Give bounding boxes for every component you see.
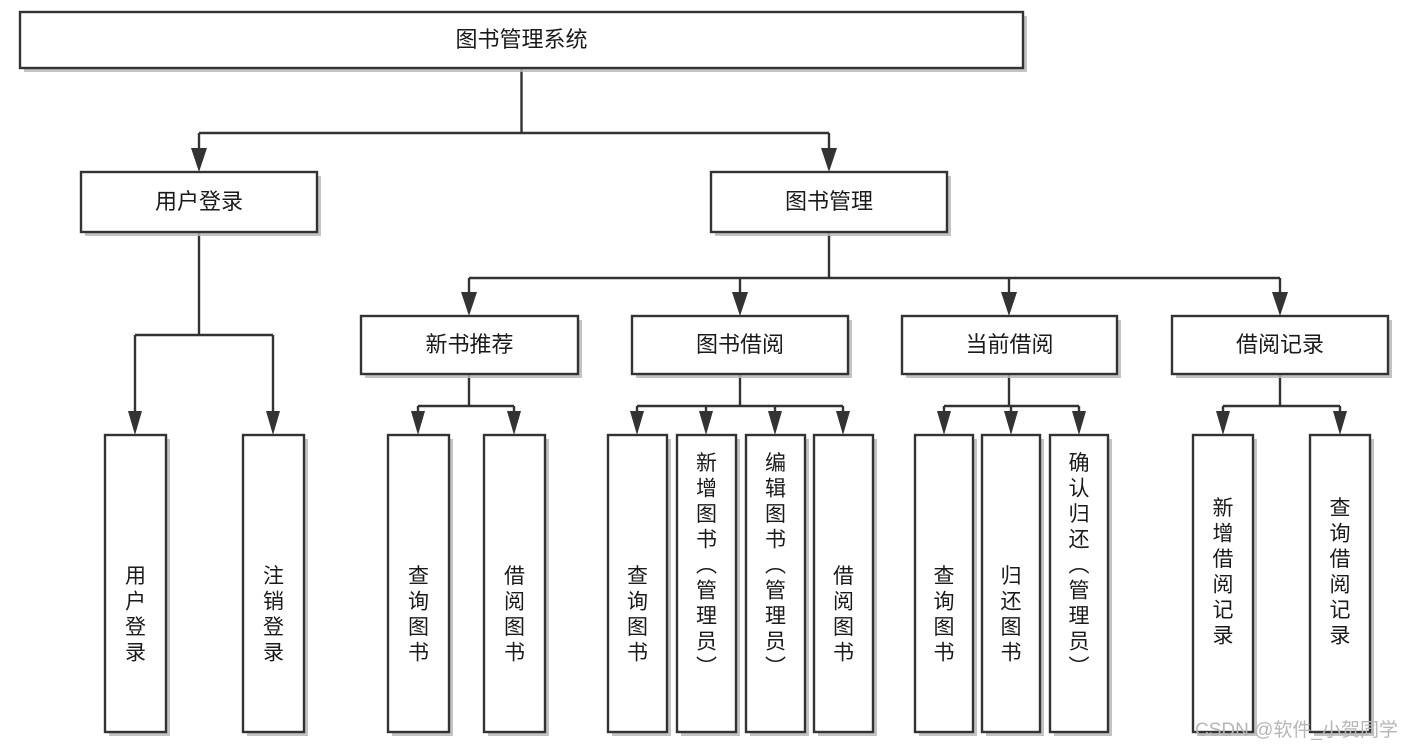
leaf-newbook-query-label: 查询图书 [408, 565, 429, 665]
node-user-login[interactable]: 用户登录 [79, 170, 321, 236]
leaf-record-query-box[interactable] [1308, 433, 1372, 734]
leaf-newbook-query-box[interactable] [386, 433, 451, 734]
user-login-label: 用户登录 [155, 189, 243, 214]
arrow-head-newbook [461, 292, 477, 316]
arrow-head-record-add [1216, 411, 1230, 435]
leaf-borrow-query-box[interactable] [606, 433, 669, 734]
node-new-book-recommend[interactable]: 新书推荐 [359, 314, 582, 378]
current-borrow-box[interactable] [900, 314, 1119, 376]
arrow-head-borrow [732, 292, 748, 316]
leaf-newbook-borrow-label: 借阅图书 [504, 565, 525, 665]
leaf-user-login-label: 用户登录 [125, 565, 146, 665]
arrow-head-leaf-user-login [128, 411, 142, 435]
leaf-borrow-query-books[interactable]: 查询图书 [606, 433, 671, 736]
leaf-borrow-edit-box[interactable] [744, 433, 807, 734]
leaf-record-query-record[interactable]: 查询借阅记录 [1308, 433, 1374, 736]
user-login-box[interactable] [79, 170, 319, 234]
leaf-borrow-lend-box[interactable] [812, 433, 875, 734]
current-borrow-label: 当前借阅 [965, 332, 1053, 357]
leaf-borrow-add-box[interactable] [675, 433, 738, 734]
leaf-record-query-label: 查询借阅记录 [1330, 497, 1351, 648]
arrow-head-newbook-query [411, 411, 425, 435]
borrow-record-label: 借阅记录 [1236, 332, 1324, 357]
new-book-recommend-label: 新书推荐 [425, 332, 513, 357]
leaf-record-add-label: 新增借阅记录 [1213, 497, 1234, 648]
root-box[interactable] [18, 10, 1025, 70]
csdn-watermark: CSDN @软件_小贺同学 [1195, 719, 1398, 741]
arrow-head-borrow-lend [836, 411, 850, 435]
node-book-management[interactable]: 图书管理 [709, 170, 951, 236]
root-label: 图书管理系统 [455, 27, 587, 52]
arrow-head-user-login [191, 148, 207, 172]
leaf-borrow-edit-book-admin[interactable]: 编辑图书︵管理员︶ [744, 433, 809, 736]
leaf-logout-label: 注销登录 [263, 565, 284, 665]
leaf-newbook-query-books[interactable]: 查询图书 [386, 433, 453, 736]
connector-layer [128, 68, 1347, 435]
book-borrow-box[interactable] [630, 314, 850, 376]
leaf-borrow-lend-books[interactable]: 借阅图书 [812, 433, 877, 736]
leaf-borrow-edit-label: 编辑图书︵管理员︶ [765, 452, 786, 679]
leaf-current-return-box[interactable] [980, 433, 1042, 734]
book-borrow-label: 图书借阅 [696, 332, 784, 357]
leaf-current-query-box[interactable] [913, 433, 975, 734]
arrow-head-borrow-query [630, 411, 644, 435]
borrow-record-box[interactable] [1170, 314, 1390, 376]
arrow-head-current-query [937, 411, 951, 435]
arrow-head-book-mgmt [821, 148, 837, 172]
arrow-head-newbook-borrow [507, 411, 521, 435]
node-current-borrow[interactable]: 当前借阅 [900, 314, 1121, 378]
arrow-head-current-return [1004, 411, 1018, 435]
arrow-head-current-confirm [1072, 411, 1086, 435]
leaf-borrow-add-book-admin[interactable]: 新增图书︵管理员︶ [675, 433, 740, 736]
leaf-newbook-borrow-books[interactable]: 借阅图书 [482, 433, 549, 736]
leaf-record-add-record[interactable]: 新增借阅记录 [1191, 433, 1257, 736]
new-book-recommend-box[interactable] [359, 314, 580, 376]
arrow-head-record-query [1333, 411, 1347, 435]
leaf-record-add-box[interactable] [1191, 433, 1255, 734]
node-borrow-record[interactable]: 借阅记录 [1170, 314, 1392, 378]
arrow-head-current [1001, 292, 1017, 316]
arrow-head-leaf-logout [266, 411, 280, 435]
leaf-user-login-box[interactable] [103, 433, 168, 734]
book-management-label: 图书管理 [785, 189, 873, 214]
leaf-logout[interactable]: 注销登录 [241, 433, 308, 736]
leaf-logout-box[interactable] [241, 433, 306, 734]
leaf-current-confirm-return-admin[interactable]: 确认归还︵管理员︶ [1048, 433, 1112, 736]
node-root-system[interactable]: 图书管理系统 [18, 10, 1027, 72]
leaf-borrow-add-label: 新增图书︵管理员︶ [696, 452, 717, 679]
arrow-head-borrow-edit [768, 411, 782, 435]
leaf-current-confirm-label: 确认归还︵管理员︶ [1069, 452, 1090, 679]
leaf-current-return-label: 归还图书 [1001, 565, 1022, 665]
arrow-head-record [1272, 292, 1288, 316]
leaf-current-query-label: 查询图书 [934, 565, 955, 665]
leaf-current-query-books[interactable]: 查询图书 [913, 433, 977, 736]
leaf-layer: 用户登录 注销登录 查询图书 借阅图书 查询图书 [103, 433, 1374, 736]
book-management-box[interactable] [709, 170, 949, 234]
leaf-borrow-lend-label: 借阅图书 [833, 565, 854, 665]
leaf-newbook-borrow-box[interactable] [482, 433, 547, 734]
leaf-current-return-books[interactable]: 归还图书 [980, 433, 1044, 736]
leaf-current-confirm-box[interactable] [1048, 433, 1110, 734]
arrow-head-borrow-add [699, 411, 713, 435]
leaf-user-login[interactable]: 用户登录 [103, 433, 170, 736]
node-book-borrow[interactable]: 图书借阅 [630, 314, 852, 378]
leaf-borrow-query-label: 查询图书 [627, 565, 648, 665]
